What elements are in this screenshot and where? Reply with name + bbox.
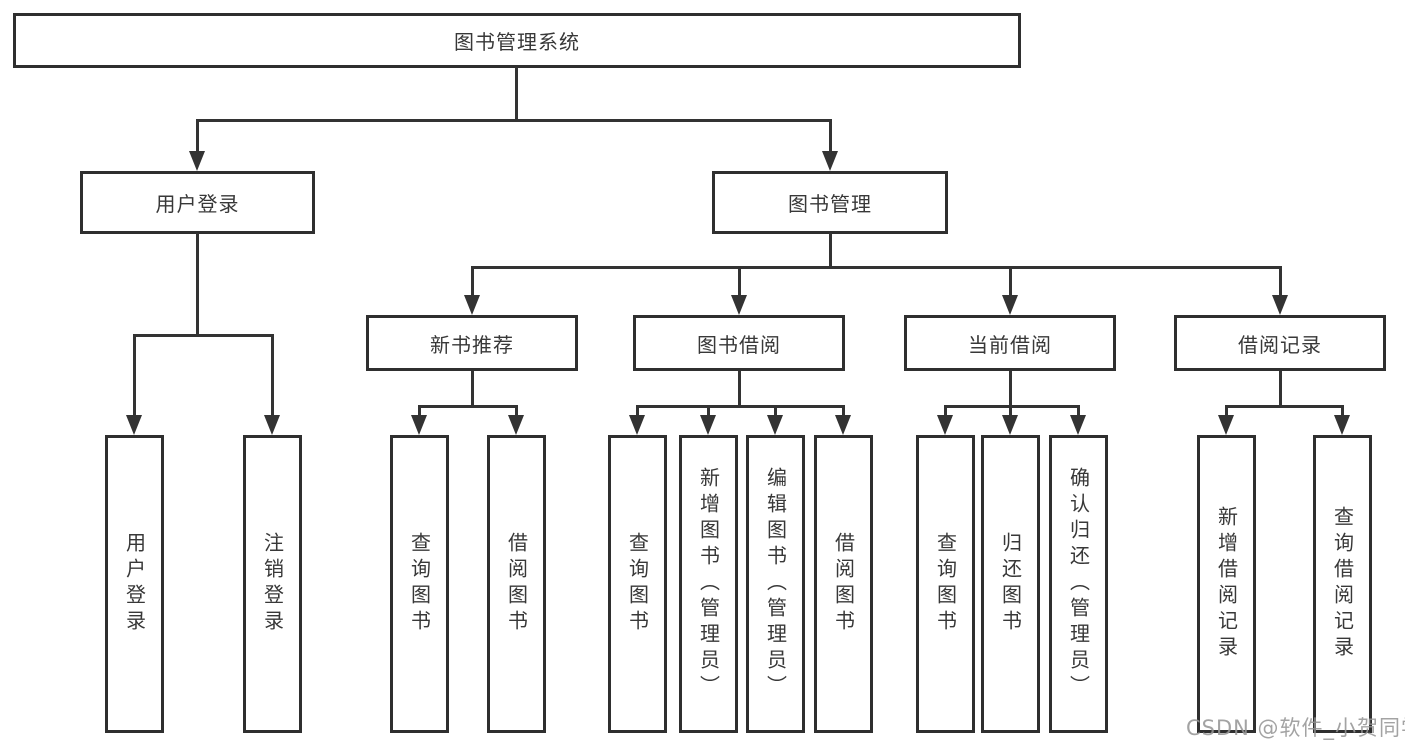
leaf-label: 归还图书 (998, 532, 1023, 636)
edge-vline (418, 405, 421, 417)
arrow-down-icon (767, 415, 783, 435)
leaf-borrow-books-borrowing: 借阅图书 (814, 435, 873, 733)
edge-hline (418, 405, 518, 408)
arrow-down-icon (1002, 415, 1018, 435)
node-book-borrowing: 图书借阅 (633, 315, 845, 371)
leaf-user-login: 用户登录 (105, 435, 164, 733)
arrow-down-icon (464, 295, 480, 315)
arrow-down-icon (700, 415, 716, 435)
leaf-logout: 注销登录 (243, 435, 302, 733)
leaf-label: 借阅图书 (504, 532, 529, 636)
leaf-label: 注销登录 (260, 532, 285, 636)
edge-hline (196, 119, 832, 122)
arrow-down-icon (1334, 415, 1350, 435)
leaf-label: 新增借阅记录 (1214, 506, 1239, 662)
arrow-down-icon (835, 415, 851, 435)
edge-vline (636, 405, 639, 417)
edge-hline (471, 266, 1282, 269)
edge-vline (829, 119, 832, 155)
node-label: 图书管理 (788, 192, 872, 216)
node-library-management-system: 图书管理系统 (13, 13, 1021, 68)
arrow-down-icon (731, 295, 747, 315)
leaf-add-borrow-record: 新增借阅记录 (1197, 435, 1256, 733)
edge-vline (774, 405, 777, 417)
edge-vline (829, 233, 832, 269)
leaf-query-books-recommend: 查询图书 (390, 435, 449, 733)
arrow-down-icon (411, 415, 427, 435)
leaf-borrow-books-recommend: 借阅图书 (487, 435, 546, 733)
leaf-return-books: 归还图书 (981, 435, 1040, 733)
edge-vline (707, 405, 710, 417)
arrow-down-icon (1272, 295, 1288, 315)
node-label: 新书推荐 (430, 332, 514, 357)
leaf-label: 查询借阅记录 (1330, 506, 1355, 662)
node-new-book-recommend: 新书推荐 (366, 315, 578, 371)
arrow-down-icon (629, 415, 645, 435)
edge-vline (471, 266, 474, 296)
node-label: 图书管理系统 (454, 30, 580, 54)
leaf-label: 查询图书 (933, 532, 958, 636)
leaf-label: 借阅图书 (831, 532, 856, 636)
node-book-management: 图书管理 (712, 171, 948, 234)
edge-vline (471, 371, 474, 408)
node-label: 图书借阅 (697, 332, 781, 357)
leaf-label: 查询图书 (625, 532, 650, 636)
arrow-down-icon (1070, 415, 1086, 435)
edge-vline (1077, 405, 1080, 417)
leaf-label: 编辑图书（管理员） (763, 467, 788, 701)
arrow-down-icon (189, 151, 205, 171)
arrow-down-icon (937, 415, 953, 435)
node-label: 借阅记录 (1238, 332, 1322, 357)
leaf-label: 新增图书（管理员） (696, 467, 721, 701)
edge-vline (944, 405, 947, 417)
edge-hline (133, 334, 274, 337)
edge-hline (944, 405, 1080, 408)
node-current-borrowing: 当前借阅 (904, 315, 1116, 371)
arrow-down-icon (1218, 415, 1234, 435)
node-user-login: 用户登录 (80, 171, 315, 234)
leaf-query-books-borrowing: 查询图书 (608, 435, 667, 733)
leaf-query-books-current: 查询图书 (916, 435, 975, 733)
edge-vline (133, 334, 136, 416)
leaf-label: 查询图书 (407, 532, 432, 636)
leaf-label: 用户登录 (122, 532, 147, 636)
edge-vline (196, 233, 199, 337)
leaf-add-books-admin: 新增图书（管理员） (679, 435, 738, 733)
edge-vline (738, 266, 741, 296)
edge-vline (1279, 266, 1282, 296)
edge-vline (515, 67, 518, 121)
leaf-confirm-return-admin: 确认归还（管理员） (1049, 435, 1108, 733)
arrow-down-icon (822, 151, 838, 171)
leaf-edit-books-admin: 编辑图书（管理员） (746, 435, 805, 733)
arrow-down-icon (1002, 295, 1018, 315)
leaf-query-borrow-record: 查询借阅记录 (1313, 435, 1372, 733)
edge-vline (738, 371, 741, 408)
edge-vline (1009, 405, 1012, 417)
arrow-down-icon (508, 415, 524, 435)
edge-vline (842, 405, 845, 417)
node-label: 当前借阅 (968, 332, 1052, 357)
arrow-down-icon (264, 415, 280, 435)
edge-vline (1009, 371, 1012, 408)
edge-vline (515, 405, 518, 417)
watermark: CSDN @软件_小贺同学 (1186, 716, 1405, 740)
edge-vline (1225, 405, 1228, 417)
edge-vline (1009, 266, 1012, 296)
arrow-down-icon (126, 415, 142, 435)
edge-vline (1341, 405, 1344, 417)
leaf-label: 确认归还（管理员） (1066, 467, 1091, 701)
node-label: 用户登录 (155, 192, 240, 216)
edge-vline (1279, 371, 1282, 408)
node-borrowing-records: 借阅记录 (1174, 315, 1386, 371)
edge-hline (636, 405, 845, 408)
edge-vline (196, 119, 199, 155)
edge-hline (1225, 405, 1344, 408)
edge-vline (271, 334, 274, 416)
